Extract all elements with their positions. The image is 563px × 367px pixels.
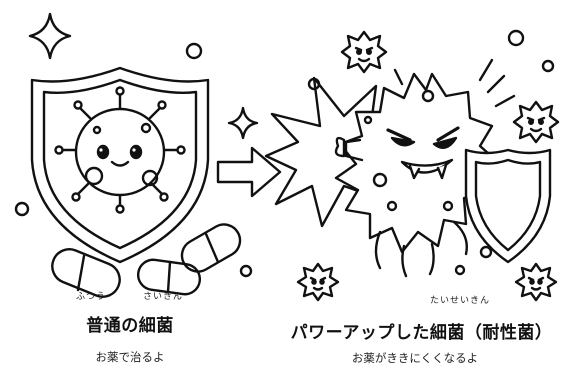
bubble-icon — [479, 245, 493, 259]
small-germ-icon — [340, 30, 388, 74]
arrow-right-icon — [216, 146, 282, 198]
bubble-icon — [507, 29, 525, 47]
ruby-futsuu: ふつう — [76, 292, 107, 302]
small-germ-icon — [512, 100, 560, 144]
small-germ-icon — [296, 262, 340, 302]
bubble-icon — [541, 59, 555, 73]
bubble-icon — [14, 201, 30, 217]
ruby-saikin: さいきん — [143, 292, 184, 302]
normal-bacteria-icon — [54, 86, 186, 214]
capsule-icon — [51, 248, 121, 298]
ruby-taiseikin: たいせいきん — [430, 296, 491, 306]
resistant-bacteria-icon — [334, 72, 500, 278]
power-lines-icon — [393, 58, 516, 108]
resistant-bacteria-subtitle: お薬がききにくくなるよ — [351, 351, 479, 365]
sparkle-icon — [28, 12, 72, 60]
resistant-bacteria-title: パワーアップした細菌（耐性菌） — [290, 323, 553, 343]
capsule-icon — [180, 223, 242, 273]
normal-bacteria-title: 普通の細菌 — [86, 316, 174, 336]
bubble-icon — [239, 264, 253, 278]
small-germ-icon — [514, 262, 558, 302]
bubble-icon — [307, 77, 321, 91]
bubble-icon — [185, 42, 203, 60]
bubble-icon — [454, 264, 466, 276]
capsule-icon — [136, 258, 202, 296]
sparkle-icon — [227, 106, 259, 140]
resistance-shield-icon — [464, 148, 552, 264]
shield-icon — [30, 66, 210, 264]
normal-bacteria-subtitle: お薬で治るよ — [95, 350, 165, 364]
